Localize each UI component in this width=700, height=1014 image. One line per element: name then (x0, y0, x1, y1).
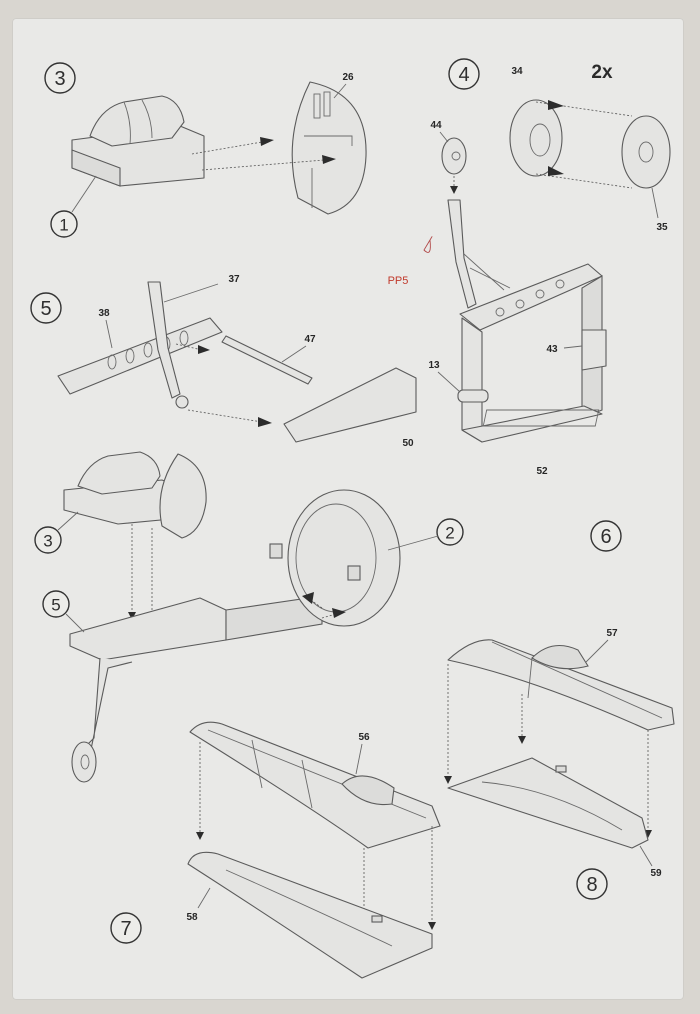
nose-strut-37 (147, 281, 189, 409)
lower-wing-59 (447, 757, 649, 849)
nose-panel-50 (283, 367, 417, 443)
step-7-group: 7 56 58 (110, 721, 441, 979)
main-gear-strut (447, 199, 511, 309)
step-8-marker (576, 868, 608, 900)
step-3-group: 3 1 26 (44, 62, 367, 238)
part-label-59: 59 (650, 868, 662, 879)
assembly-diagram: 3 1 26 4 2x (30, 58, 675, 979)
part-label-44: 44 (430, 120, 442, 131)
part-label-26: 26 (342, 72, 354, 83)
lower-wing-58 (187, 851, 433, 979)
rod-47 (221, 335, 313, 385)
step-5-marker (30, 292, 62, 324)
subassembly-1-number: 1 (59, 216, 68, 235)
cockpit-tub (71, 95, 205, 187)
wheel-34 (509, 99, 563, 177)
part-label-37: 37 (228, 274, 240, 285)
part-label-56: 56 (358, 732, 370, 743)
nose-subassembly (69, 595, 323, 783)
step-8-group: 8 57 59 (444, 628, 675, 900)
part-label-50: 50 (402, 438, 414, 449)
part-label-52: 52 (536, 466, 548, 477)
step-6-number: 6 (600, 526, 611, 548)
subassembly-5-number: 5 (51, 596, 60, 615)
step-5-group: 5 38 37 47 50 (30, 274, 417, 449)
wheel-44 (441, 137, 467, 175)
part-label-pp5: PP5 (388, 275, 409, 287)
upper-wing-56 (189, 721, 441, 849)
subassembly-2-marker (436, 518, 464, 546)
step-6-marker (590, 520, 622, 552)
part-label-35: 35 (656, 222, 668, 233)
subassembly-5-marker (42, 590, 70, 618)
part-label-38: 38 (98, 308, 110, 319)
step-6-group: 6 3 5 2 (34, 451, 622, 783)
bulkhead-26 (291, 81, 367, 215)
cockpit-subassembly (63, 451, 207, 539)
part-label-13: 13 (428, 360, 440, 371)
step-7-marker (110, 912, 142, 944)
subassembly-2-number: 2 (445, 524, 454, 543)
multiplier-label: 2x (591, 62, 613, 83)
part-label-47: 47 (304, 334, 316, 345)
upper-wing-57 (447, 639, 675, 731)
part-label-34: 34 (511, 66, 523, 77)
step-4-group: 4 2x 34 35 44 PP5 (388, 58, 671, 477)
step-7-number: 7 (120, 918, 131, 940)
subassembly-3-marker (34, 526, 62, 554)
step-8-number: 8 (586, 874, 597, 896)
wheel-well-52 (459, 263, 603, 443)
part-label-58: 58 (186, 912, 198, 923)
step-4-marker (448, 58, 480, 90)
subassembly-3-number: 3 (43, 532, 52, 551)
step-3-marker (44, 62, 76, 94)
actuator-13 (457, 389, 489, 403)
instruction-sheet: 3 1 26 4 2x (12, 18, 684, 1000)
step-5-number: 5 (40, 298, 51, 320)
fuselage-ring-2 (269, 489, 401, 627)
nose-bulkhead-38 (57, 317, 223, 395)
wheel-35 (621, 115, 671, 189)
step-3-number: 3 (54, 68, 65, 90)
subassembly-1-marker (50, 210, 78, 238)
step-4-number: 4 (458, 64, 469, 86)
part-label-43: 43 (546, 344, 558, 355)
part-label-57: 57 (606, 628, 618, 639)
door-43 (581, 329, 607, 371)
